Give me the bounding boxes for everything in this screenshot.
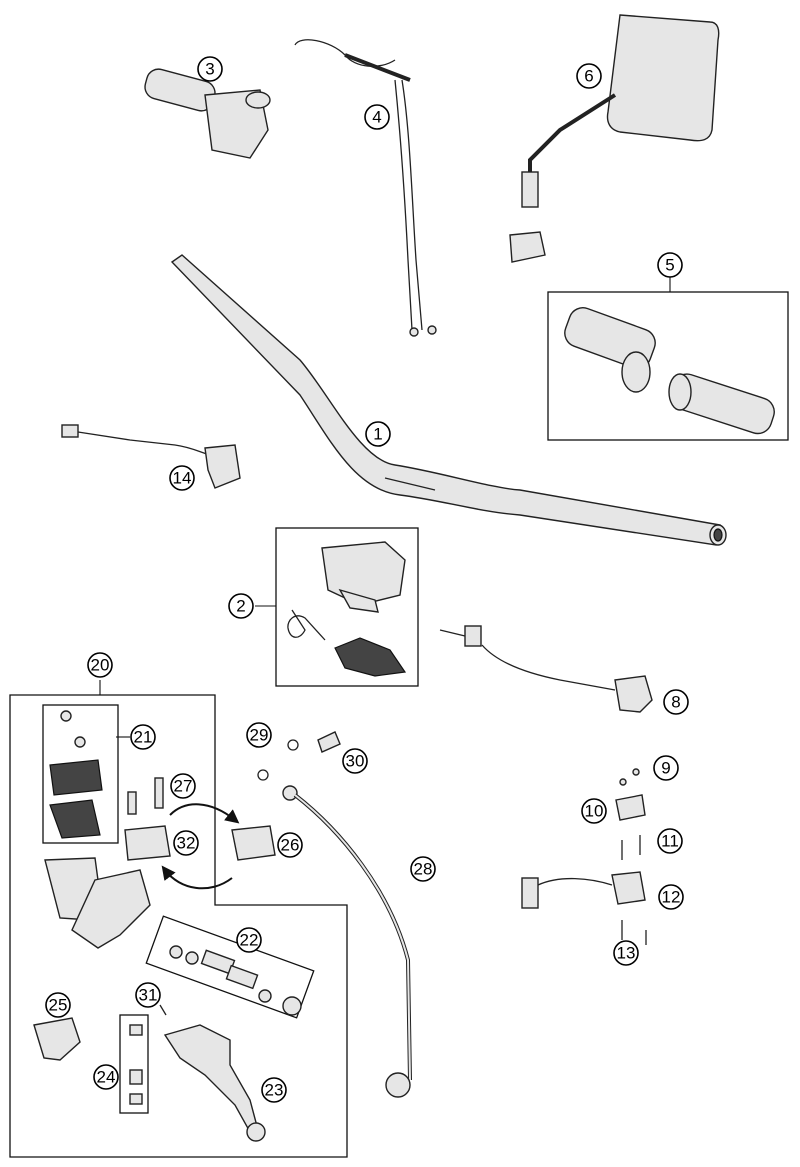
callout-27: 27	[170, 773, 196, 799]
callout-27-text: 27	[174, 777, 193, 796]
callout-6: 6	[576, 63, 602, 89]
callout-12-text: 12	[662, 888, 681, 907]
callout-14-text: 14	[173, 469, 192, 488]
callout-labels: 1 2 3 4 5 6 8 9 10 11 12 13 14 20 21 22 …	[45, 56, 689, 1103]
callout-3-text: 3	[205, 60, 214, 79]
housing-kit-box	[275, 527, 419, 687]
callout-24: 24	[93, 1064, 119, 1090]
callout-4-text: 4	[372, 108, 381, 127]
callout-32-text: 32	[177, 834, 196, 853]
callout-14: 14	[169, 465, 195, 491]
callout-30-text: 30	[346, 752, 365, 771]
callout-20-text: 20	[91, 656, 110, 675]
callout-30: 30	[342, 748, 368, 774]
callout-24-text: 24	[97, 1068, 116, 1087]
callout-25-text: 25	[49, 996, 68, 1015]
callout-11-text: 11	[661, 832, 679, 851]
brake-assembly-frame	[9, 680, 348, 1158]
lever-parts	[33, 1004, 266, 1142]
callout-13: 13	[613, 940, 639, 966]
throttle-cables	[294, 39, 437, 337]
callout-9-text: 9	[661, 759, 670, 778]
switch-14	[61, 424, 241, 489]
callout-8: 8	[663, 689, 689, 715]
callout-29-text: 29	[250, 726, 269, 745]
throttle-grip	[144, 68, 271, 159]
callout-2-text: 2	[236, 597, 245, 616]
callout-1: 1	[365, 421, 391, 447]
callout-31-text: 31	[139, 986, 158, 1005]
callout-10-text: 10	[585, 802, 604, 821]
callout-1-text: 1	[373, 425, 382, 444]
callout-22-text: 22	[240, 931, 259, 950]
callout-13-text: 13	[617, 944, 636, 963]
callout-4: 4	[364, 104, 390, 130]
switch-8	[439, 625, 653, 713]
small-switch-parts	[521, 768, 647, 945]
piston-kit	[145, 915, 315, 1019]
callout-28-text: 28	[414, 860, 433, 879]
callout-3: 3	[197, 56, 223, 82]
callout-32: 32	[173, 830, 199, 856]
callout-2: 2	[228, 593, 254, 619]
brake-hose	[257, 731, 412, 1098]
callout-8-text: 8	[671, 693, 680, 712]
grips-box	[547, 280, 789, 441]
callout-5-text: 5	[665, 256, 674, 275]
callout-23-text: 23	[265, 1081, 284, 1100]
callout-31: 31	[135, 982, 161, 1008]
callout-21-text: 21	[134, 728, 153, 747]
callout-26-text: 26	[281, 836, 300, 855]
callout-9: 9	[653, 755, 679, 781]
callout-12: 12	[658, 884, 684, 910]
master-cylinder	[44, 857, 151, 949]
callout-6-text: 6	[584, 67, 593, 86]
callout-23: 23	[261, 1077, 287, 1103]
callout-5: 5	[657, 252, 683, 278]
callout-25: 25	[45, 992, 71, 1018]
callout-20: 20	[87, 652, 113, 678]
clamp-parts	[124, 777, 276, 890]
callout-26: 26	[277, 832, 303, 858]
callout-21: 21	[130, 724, 156, 750]
callout-10: 10	[581, 798, 607, 824]
callout-28: 28	[410, 856, 436, 882]
callout-11: 11	[657, 828, 683, 854]
callout-29: 29	[246, 722, 272, 748]
callout-22: 22	[236, 927, 262, 953]
mirror	[509, 14, 720, 263]
handlebar	[170, 254, 727, 546]
